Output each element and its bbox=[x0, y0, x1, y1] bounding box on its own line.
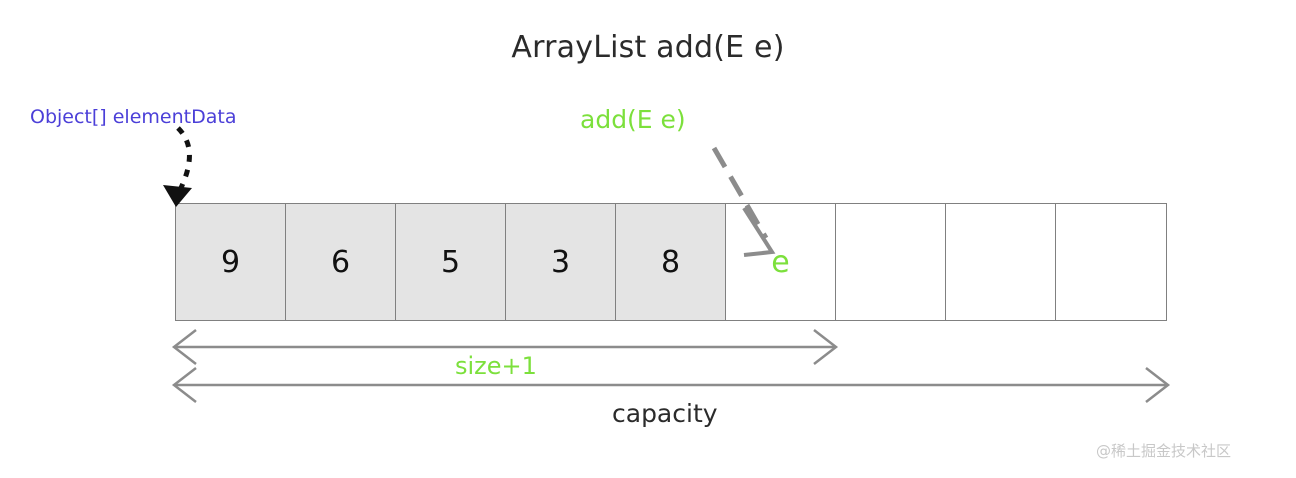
page-title: ArrayList add(E e) bbox=[511, 30, 785, 65]
array-container: 9 6 5 3 8 e bbox=[175, 203, 1167, 321]
array-cell: 8 bbox=[616, 204, 726, 320]
element-data-pointer-icon bbox=[176, 126, 192, 194]
element-data-label: Object[] elementData bbox=[30, 106, 237, 128]
add-call-label: add(E e) bbox=[580, 105, 686, 134]
array-cell-empty bbox=[1056, 204, 1166, 320]
array-cell: 5 bbox=[396, 204, 506, 320]
size-measure-label: size+1 bbox=[455, 352, 537, 380]
array-cell: 9 bbox=[176, 204, 286, 320]
array-cell-empty bbox=[946, 204, 1056, 320]
array-cell: 3 bbox=[506, 204, 616, 320]
capacity-measure-label: capacity bbox=[612, 399, 718, 428]
array-cell-new-element: e bbox=[726, 204, 836, 320]
watermark: @稀土掘金技术社区 bbox=[1096, 442, 1232, 460]
array-cell-empty bbox=[836, 204, 946, 320]
capacity-measure-arrow bbox=[171, 367, 1171, 403]
array-cell: 6 bbox=[286, 204, 396, 320]
